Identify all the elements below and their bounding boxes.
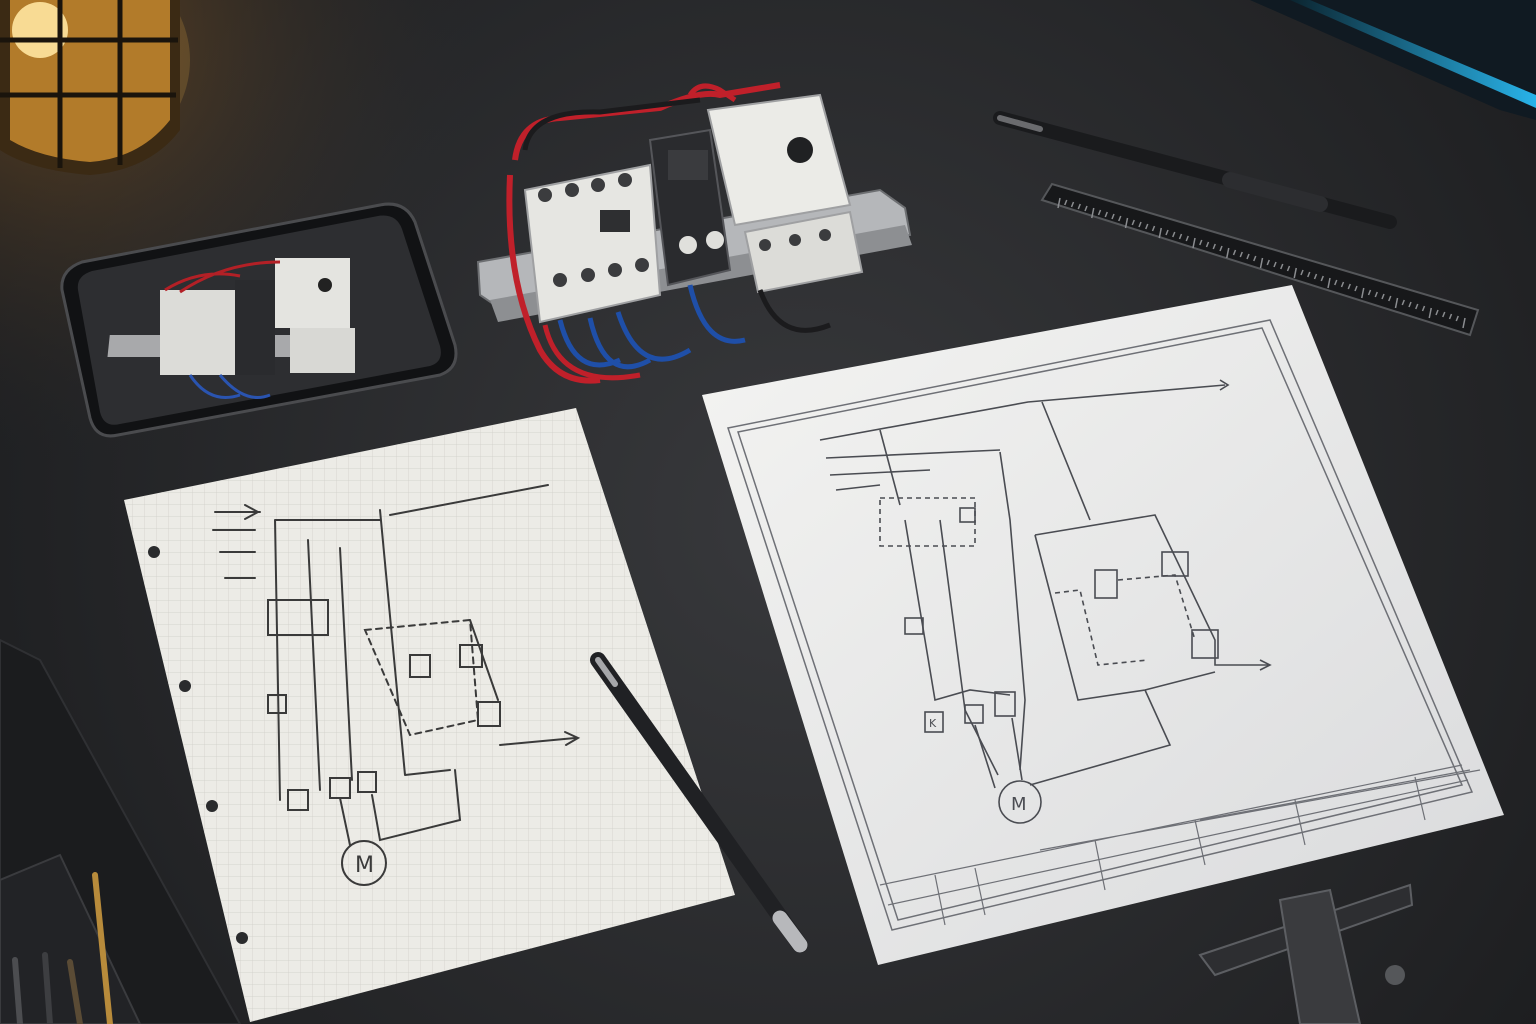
ruler-tick (1273, 261, 1277, 268)
ruler-tick (1124, 217, 1129, 229)
phone-photo-module (107, 258, 355, 399)
ruler-tick (1178, 233, 1183, 240)
ruler-tick (1462, 317, 1466, 329)
ruler-tick (1408, 301, 1412, 308)
ruler-tick (1327, 277, 1331, 289)
ruler-tick (1185, 235, 1189, 242)
ruler-tick (1435, 309, 1439, 316)
drawing-motor-label: M (1011, 794, 1027, 815)
ruler-tick (1293, 267, 1297, 279)
ruler-tick (1354, 285, 1358, 292)
ruler-tick (1212, 243, 1216, 250)
ruler-tick (1151, 225, 1156, 232)
terminal-module-icon (476, 82, 912, 384)
ruler-tick (1118, 215, 1122, 222)
ruler-tick (1381, 293, 1385, 300)
ruler-tick (1232, 249, 1237, 256)
ruler-icon (1040, 182, 1480, 337)
ruler-tick (1442, 311, 1446, 318)
ruler-tick (1192, 237, 1196, 249)
ruler-tick (1070, 201, 1075, 208)
title-block (879, 764, 1481, 926)
ruler-tick (1259, 257, 1264, 269)
ruler-tick (1320, 275, 1324, 282)
pencil-icon (590, 652, 808, 953)
sketch-schematic (212, 484, 581, 886)
ruler-tick (1165, 229, 1169, 236)
ruler-tick (1205, 241, 1210, 248)
ruler-tick (1313, 273, 1318, 280)
ruler-tick (1421, 305, 1426, 312)
punch-holes (148, 546, 248, 944)
ruler-tick (1448, 313, 1453, 320)
ruler-tick (1219, 245, 1223, 252)
ruler-tick (1334, 279, 1338, 286)
ruler-tick (1084, 205, 1088, 212)
ruler-tick (1131, 219, 1135, 226)
ruler-tick (1347, 283, 1351, 290)
ruler-tick (1455, 315, 1459, 322)
phone-icon (60, 202, 458, 438)
ruler-tick (1111, 213, 1115, 220)
ruler-tick (1266, 259, 1270, 266)
ruler-tick (1374, 291, 1378, 298)
ruler-tick (1367, 289, 1372, 296)
drawing-border (727, 319, 1474, 931)
caliper-icon (1198, 883, 1414, 1024)
ruler-tick (1300, 269, 1304, 276)
ruler-tick (1394, 297, 1399, 309)
ruler-tick (1340, 281, 1345, 288)
sketch-motor-label: M (355, 853, 374, 878)
drawing-schematic (819, 379, 1272, 824)
ruler-tick (1138, 221, 1142, 228)
ruler-tick (1246, 253, 1250, 260)
ruler-tick (1286, 265, 1291, 272)
ruler-tick (1064, 199, 1068, 206)
ruler-tick (1226, 247, 1230, 259)
ruler-tick (1415, 303, 1419, 310)
pen-icon (993, 111, 1397, 229)
ruler-tick (1145, 223, 1149, 230)
sketch-paper: M (124, 408, 735, 1022)
ruler-tick (1361, 287, 1365, 299)
ruler-tick (1239, 251, 1243, 258)
ruler-tick (1077, 203, 1081, 210)
monitor-light-bar (1250, 0, 1536, 120)
ruler-tick (1057, 197, 1061, 209)
ruler-tick (1388, 295, 1392, 302)
ruler-tick (1158, 227, 1162, 239)
ruler-tick (1253, 255, 1257, 262)
lamp-icon (0, 0, 190, 175)
ruler-tick (1307, 271, 1311, 278)
ruler-tick (1172, 231, 1176, 238)
drawing-k-label: K (929, 717, 937, 730)
ruler-tick (1091, 207, 1095, 219)
ruler-tick (1199, 239, 1203, 246)
ruler-tick (1428, 307, 1432, 319)
ruler-tick (1280, 263, 1284, 270)
ruler-tick (1104, 211, 1108, 218)
pencil-case-icon (0, 638, 242, 1024)
ruler-tick (1401, 299, 1405, 306)
printed-drawing: M K (702, 285, 1504, 965)
ruler-tick (1097, 209, 1102, 216)
